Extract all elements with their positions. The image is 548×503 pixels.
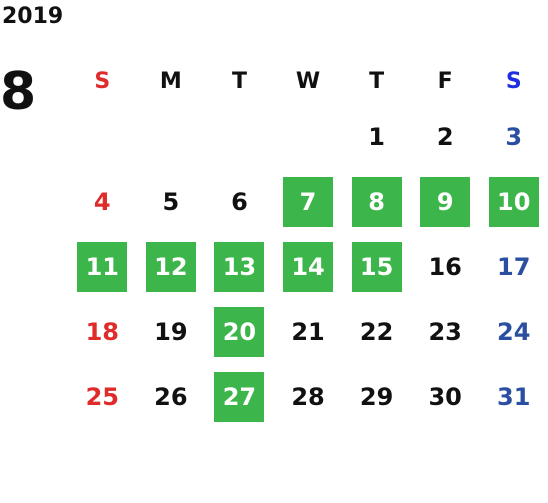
day-number: 8	[351, 176, 402, 227]
day-number: 5	[162, 187, 180, 216]
day-number: 27	[214, 371, 265, 422]
day-cell[interactable]: 3	[479, 104, 548, 169]
day-number: 18	[85, 317, 119, 346]
day-number: 4	[93, 187, 111, 216]
day-number: 2	[436, 122, 454, 151]
day-number: 17	[497, 252, 531, 281]
day-cell[interactable]: 10	[479, 169, 548, 234]
day-number: 23	[428, 317, 462, 346]
empty-day-cell	[205, 104, 274, 169]
day-cell[interactable]: 6	[205, 169, 274, 234]
day-number: 12	[145, 241, 196, 292]
day-number: 9	[420, 176, 471, 227]
empty-day-cell	[68, 104, 137, 169]
day-number: 26	[154, 382, 188, 411]
day-number: 11	[77, 241, 128, 292]
day-cell[interactable]: 11	[68, 234, 137, 299]
day-cell[interactable]: 19	[137, 299, 206, 364]
day-cell[interactable]: 21	[274, 299, 343, 364]
day-cell[interactable]: 15	[342, 234, 411, 299]
day-cell[interactable]: 22	[342, 299, 411, 364]
day-cell[interactable]: 16	[411, 234, 480, 299]
calendar-year: 2019	[2, 4, 64, 29]
day-number: 1	[368, 122, 385, 151]
day-number: 24	[497, 317, 531, 346]
day-cell[interactable]: 20	[205, 299, 274, 364]
day-cell[interactable]: 2	[411, 104, 480, 169]
day-cell[interactable]: 12	[137, 234, 206, 299]
day-number: 22	[359, 317, 394, 346]
day-number: 15	[351, 241, 402, 292]
weekday-monday: M	[159, 68, 182, 94]
day-number: 29	[359, 382, 394, 411]
day-cell[interactable]: 29	[342, 364, 411, 429]
empty-day-cell	[274, 104, 343, 169]
day-cell[interactable]: 24	[479, 299, 548, 364]
day-number: 10	[488, 176, 539, 227]
day-cell[interactable]: 5	[137, 169, 206, 234]
day-cell[interactable]: 14	[274, 234, 343, 299]
day-number	[214, 112, 264, 162]
weekday-thursday: T	[369, 68, 385, 94]
day-number	[146, 112, 196, 162]
week-row: 18 19 20 21 22 23 24	[68, 299, 548, 364]
day-cell[interactable]: 4	[68, 169, 137, 234]
day-cell[interactable]: 1	[342, 104, 411, 169]
day-cell[interactable]: 25	[68, 364, 137, 429]
day-cell[interactable]: 7	[274, 169, 343, 234]
day-number: 21	[291, 317, 325, 346]
day-cell[interactable]: 26	[137, 364, 206, 429]
day-cell[interactable]: 27	[205, 364, 274, 429]
weekday-sunday: S	[94, 68, 111, 94]
week-row: 11 12 13 14 15 16 17	[68, 234, 548, 299]
day-number: 3	[505, 122, 523, 151]
day-number	[77, 112, 127, 162]
week-row: 1 2 3	[68, 104, 548, 169]
day-number	[283, 112, 333, 162]
empty-day-cell	[137, 104, 206, 169]
day-cell[interactable]: 31	[479, 364, 548, 429]
day-number: 28	[291, 382, 325, 411]
day-cell[interactable]: 23	[411, 299, 480, 364]
day-cell[interactable]: 28	[274, 364, 343, 429]
day-number: 6	[231, 187, 248, 216]
day-number: 30	[428, 382, 462, 411]
weekday-friday: F	[437, 68, 453, 94]
day-cell[interactable]: 8	[342, 169, 411, 234]
weekday-saturday: S	[505, 68, 522, 94]
day-number: 7	[283, 176, 334, 227]
day-number: 25	[85, 382, 119, 411]
day-cell[interactable]: 18	[68, 299, 137, 364]
day-cell[interactable]: 13	[205, 234, 274, 299]
day-number: 19	[154, 317, 188, 346]
day-number: 20	[214, 306, 265, 357]
weekday-tuesday: T	[231, 68, 247, 94]
day-number: 16	[428, 252, 462, 281]
day-number: 14	[283, 241, 334, 292]
week-row: 25 26 27 28 29 30 31	[68, 364, 548, 429]
day-cell[interactable]: 17	[479, 234, 548, 299]
weekday-header-row: S M T W T F S	[68, 58, 548, 104]
calendar-month: 8	[0, 62, 37, 122]
day-cell[interactable]: 30	[411, 364, 480, 429]
day-number: 31	[497, 382, 531, 411]
day-cell[interactable]: 9	[411, 169, 480, 234]
day-number: 13	[214, 241, 265, 292]
weekday-wednesday: W	[295, 68, 321, 94]
